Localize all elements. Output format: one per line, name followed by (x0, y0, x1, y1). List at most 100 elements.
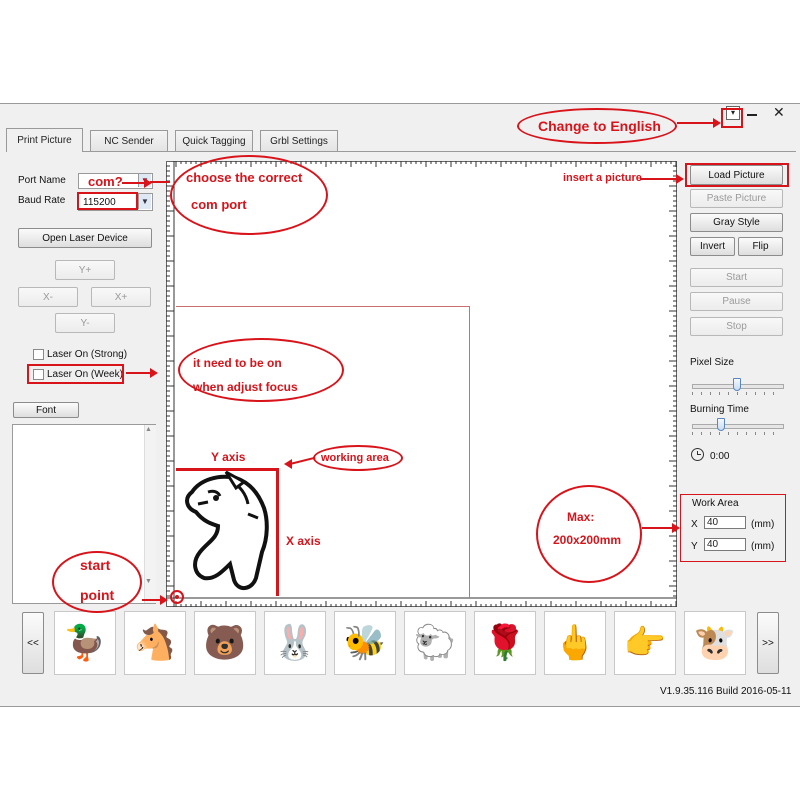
thumbnail-item[interactable]: 🐑 (404, 611, 466, 675)
jog-x-plus-button[interactable]: X+ (91, 287, 151, 307)
burning-time-slider[interactable] (692, 418, 784, 436)
baud-rate-value: 115200 (83, 197, 116, 208)
laser-week-label: Laser On (Week) (47, 369, 123, 381)
start-button[interactable]: Start (690, 268, 783, 287)
annotation-arrowhead (144, 178, 152, 188)
laser-strong-checkbox[interactable]: Laser On (Strong) (33, 349, 127, 360)
horse-image (178, 468, 278, 596)
annotation-arrow-english (677, 122, 717, 124)
chevron-down-icon[interactable]: ▼ (138, 194, 151, 209)
annotation-box-laser-week (27, 364, 124, 384)
thumbnail-item[interactable]: 🖕 (544, 611, 606, 675)
annotation-arrowhead (284, 459, 292, 469)
x-axis-line (276, 468, 279, 596)
chevron-up-icon[interactable]: ▲ (145, 426, 152, 433)
annotation-com: com? (88, 174, 123, 189)
paste-picture-button[interactable]: Paste Picture (690, 189, 783, 208)
thumbnail-item[interactable]: 🐴 (124, 611, 186, 675)
annotation-max-2: 200x200mm (553, 533, 622, 547)
annotation-change-english: Change to English (538, 118, 661, 134)
prev-thumbnails-button[interactable]: << (22, 612, 44, 674)
annotation-working-area: working area (321, 452, 389, 464)
annotation-arrow-max (642, 527, 676, 529)
thumbnail-item[interactable]: 🐻 (194, 611, 256, 675)
timer-value: 0:00 (710, 451, 730, 462)
jog-x-minus-button[interactable]: X- (18, 287, 78, 307)
annotation-start-1: start (80, 557, 111, 573)
slider-thumb[interactable] (733, 378, 741, 391)
annotation-max-1: Max: (567, 510, 595, 524)
annotation-box-baud (77, 192, 138, 210)
annotation-arrow-focus (126, 372, 154, 374)
annotation-arrowhead (672, 523, 680, 533)
jog-y-plus-button[interactable]: Y+ (55, 260, 115, 280)
pause-button[interactable]: Pause (690, 292, 783, 311)
tab-grbl-settings[interactable]: Grbl Settings (260, 130, 338, 152)
annotation-insert-picture: insert a picture (563, 172, 642, 184)
next-thumbnails-button[interactable]: >> (757, 612, 779, 674)
pixel-size-label: Pixel Size (690, 357, 734, 368)
tab-nc-sender[interactable]: NC Sender (90, 130, 168, 152)
work-area-y-unit: (mm) (751, 541, 775, 552)
annotation-ellipse-focus (178, 338, 344, 402)
work-area-y-label: Y (691, 541, 698, 552)
tab-divider (6, 151, 796, 152)
jog-y-minus-button[interactable]: Y- (55, 313, 115, 333)
annotation-box-language (721, 108, 743, 128)
thumbnail-item[interactable]: 🐮 (684, 611, 746, 675)
tab-quick-tagging[interactable]: Quick Tagging (175, 130, 253, 152)
canvas-boundary (176, 306, 470, 598)
burning-time-label: Burning Time (690, 404, 749, 415)
thumbnail-item[interactable]: 🌹 (474, 611, 536, 675)
baud-rate-label: Baud Rate (18, 195, 66, 206)
annotation-arrowhead (713, 118, 721, 128)
start-point-marker (170, 590, 184, 604)
load-picture-button[interactable]: Load Picture (690, 165, 783, 185)
annotation-arrow-start (142, 599, 164, 601)
pixel-size-slider[interactable] (692, 378, 784, 396)
annotation-ellipse-port (170, 155, 328, 235)
invert-button[interactable]: Invert (690, 237, 735, 256)
stop-button[interactable]: Stop (690, 317, 783, 336)
work-area-title: Work Area (692, 498, 739, 509)
slider-thumb[interactable] (716, 418, 725, 431)
work-area-x-input[interactable]: 40 (704, 516, 746, 529)
annotation-arrowhead (676, 174, 684, 184)
start-point-dot (175, 595, 179, 599)
annotation-arrow-port (150, 181, 170, 183)
laser-week-checkbox[interactable]: Laser On (Week) (33, 369, 123, 380)
annotation-y-axis: Y axis (211, 450, 246, 464)
thumbnail-item[interactable]: 🦆 (54, 611, 116, 675)
annotation-need-on-2: when adjust focus (193, 380, 298, 394)
annotation-box-load (685, 163, 789, 187)
thumbnail-item[interactable]: 🐝 (334, 611, 396, 675)
annotation-choose-port-1: choose the correct (186, 170, 303, 185)
annotation-x-axis: X axis (286, 534, 321, 548)
text-area-scrollbar[interactable] (144, 425, 156, 603)
annotation-start-2: point (80, 587, 115, 603)
close-icon[interactable]: ✕ (773, 104, 785, 120)
checkbox-icon (33, 369, 44, 380)
slider-ticks (692, 392, 782, 395)
slider-track (692, 424, 784, 429)
minimize-icon[interactable] (747, 114, 757, 116)
gray-style-button[interactable]: Gray Style (690, 213, 783, 232)
thumbnail-item[interactable]: 👉 (614, 611, 676, 675)
work-area-y-input[interactable]: 40 (704, 538, 746, 551)
annotation-arrowhead (150, 368, 158, 378)
annotation-ellipse-start (52, 551, 142, 613)
font-button[interactable]: Font (13, 402, 79, 418)
annotation-arrow-com (122, 182, 148, 184)
annotation-arrow-insert (640, 178, 680, 180)
annotation-ellipse-english (517, 108, 677, 144)
annotation-ellipse-max (536, 485, 642, 583)
checkbox-icon (33, 349, 44, 360)
version-label: V1.9.35.116 Build 2016-05-11 (660, 686, 792, 697)
laser-strong-label: Laser On (Strong) (47, 349, 128, 361)
open-laser-device-button[interactable]: Open Laser Device (18, 228, 152, 248)
flip-button[interactable]: Flip (738, 237, 783, 256)
thumbnail-item[interactable]: 🐰 (264, 611, 326, 675)
chevron-down-icon[interactable]: ▼ (145, 578, 152, 585)
tab-print-picture[interactable]: Print Picture (6, 128, 83, 152)
work-area-x-label: X (691, 519, 698, 530)
